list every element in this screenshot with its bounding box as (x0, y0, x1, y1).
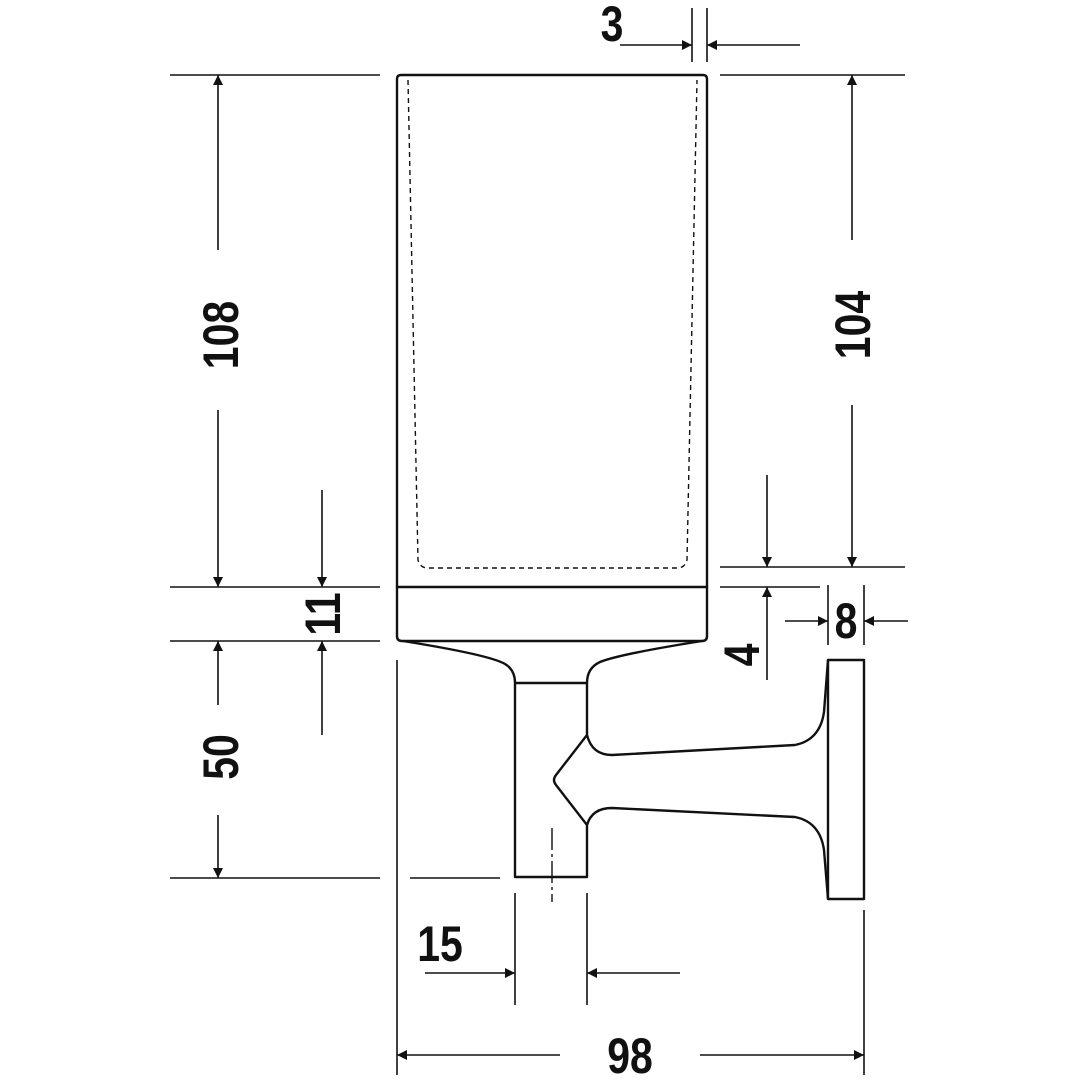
dimension-11: 11 (295, 490, 351, 735)
dimension-3: 3 (601, 0, 800, 52)
dim-label-11: 11 (295, 592, 351, 635)
dim-label-108: 108 (193, 301, 249, 369)
cup-inner-hidden-line (407, 79, 698, 569)
dim-label-3: 3 (601, 0, 624, 52)
dim-label-4: 4 (714, 643, 770, 666)
dimension-108: 108 (193, 75, 249, 587)
dimension-4: 4 (714, 475, 772, 680)
dim-label-15: 15 (417, 916, 463, 972)
dimension-98: 98 (397, 1028, 864, 1080)
wall-plate (826, 658, 866, 901)
cup-body (395, 73, 709, 589)
extension-lines (170, 8, 905, 1075)
dim-label-8: 8 (835, 593, 858, 649)
dimension-104: 104 (825, 75, 881, 567)
bracket (402, 639, 866, 902)
cup-band (395, 587, 709, 643)
dimension-8: 8 (785, 593, 908, 649)
dimension-15: 15 (417, 916, 680, 978)
dim-label-50: 50 (193, 734, 249, 780)
dimension-50: 50 (193, 641, 249, 878)
dim-label-98: 98 (607, 1028, 653, 1080)
dim-label-104: 104 (825, 290, 881, 359)
